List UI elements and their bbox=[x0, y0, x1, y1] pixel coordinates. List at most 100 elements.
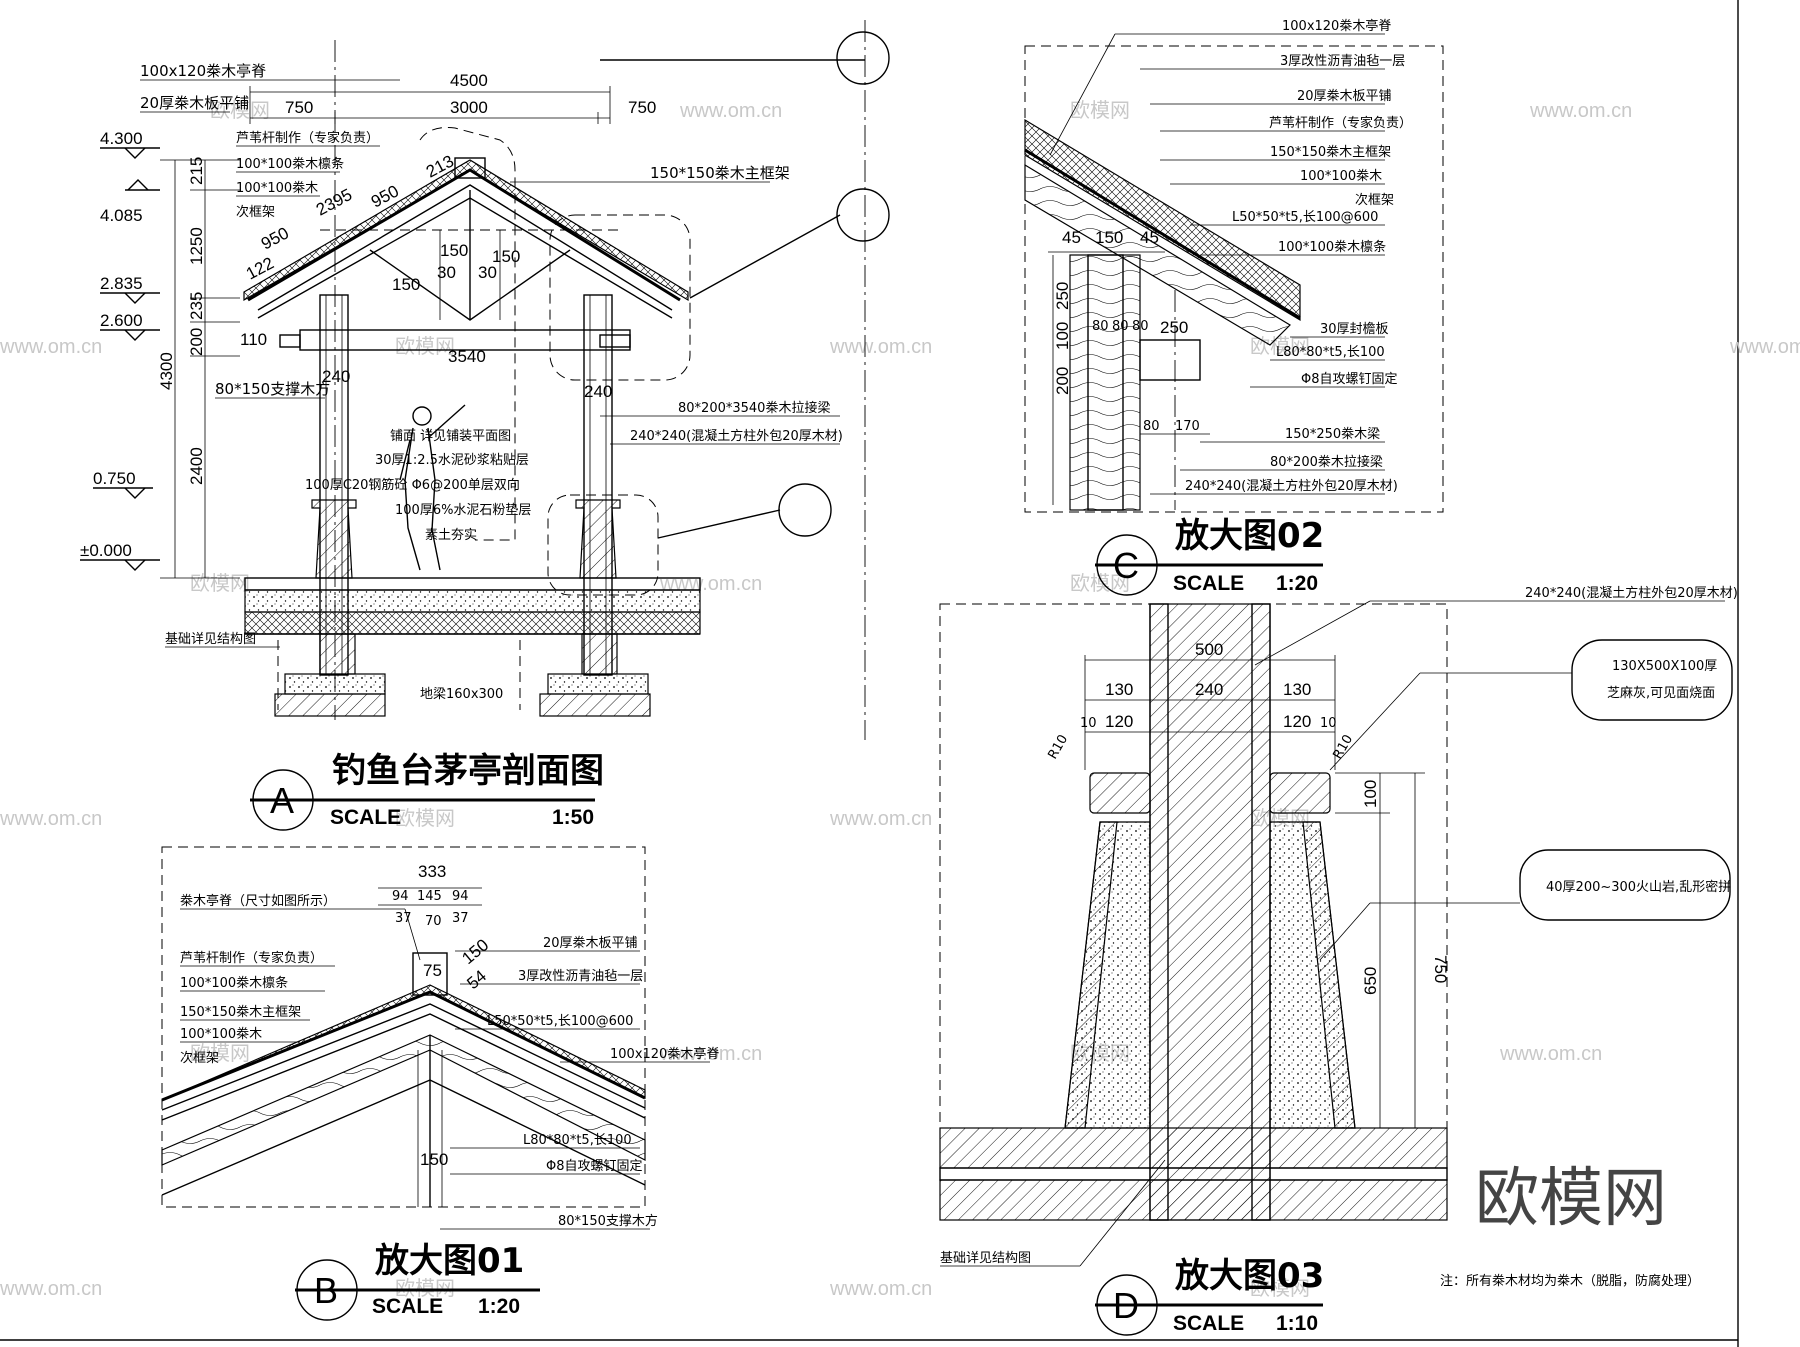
svg-text:54: 54 bbox=[463, 966, 490, 993]
svg-text:100: 100 bbox=[1361, 780, 1380, 808]
svg-text:R10: R10 bbox=[1045, 732, 1071, 762]
svg-text:10: 10 bbox=[1320, 716, 1337, 731]
brand-watermark: 欧模网 bbox=[1475, 1162, 1667, 1236]
svg-text:45: 45 bbox=[1062, 228, 1081, 247]
svg-text:650: 650 bbox=[1361, 967, 1380, 995]
svg-text:130: 130 bbox=[1105, 680, 1133, 699]
svg-text:基础详见结构图: 基础详见结构图 bbox=[940, 1251, 1031, 1266]
svg-text:100*100桊木檩条: 100*100桊木檩条 bbox=[236, 156, 344, 172]
svg-text:100: 100 bbox=[1053, 322, 1072, 350]
svg-text:SCALE: SCALE bbox=[1173, 572, 1244, 595]
svg-text:3540: 3540 bbox=[448, 347, 486, 366]
svg-text:www.om.cn: www.om.cn bbox=[0, 808, 102, 830]
svg-text:100x120桊木亭脊: 100x120桊木亭脊 bbox=[610, 1046, 719, 1062]
svg-text:4300: 4300 bbox=[157, 352, 176, 390]
svg-text:150*250桊木梁: 150*250桊木梁 bbox=[1285, 427, 1380, 442]
svg-text:100厚6%水泥石粉垫层: 100厚6%水泥石粉垫层 bbox=[395, 502, 531, 518]
svg-text:100*100桊木: 100*100桊木 bbox=[180, 1027, 262, 1042]
svg-text:2.600: 2.600 bbox=[100, 311, 143, 330]
svg-text:80*200桊木拉接梁: 80*200桊木拉接梁 bbox=[1270, 454, 1383, 470]
svg-text:240*240(混凝土方柱外包20厚木材): 240*240(混凝土方柱外包20厚木材) bbox=[1525, 585, 1738, 601]
svg-text:80*150支撑木方: 80*150支撑木方 bbox=[215, 380, 330, 398]
svg-text:欧模网: 欧模网 bbox=[210, 99, 270, 122]
svg-text:200: 200 bbox=[1053, 367, 1072, 395]
svg-text:200: 200 bbox=[187, 328, 206, 356]
svg-text:次框架: 次框架 bbox=[1355, 192, 1394, 208]
svg-text:235: 235 bbox=[187, 292, 206, 320]
svg-text:100*100桊木: 100*100桊木 bbox=[1300, 169, 1382, 184]
svg-text:L80*80*t5,长100: L80*80*t5,长100 bbox=[523, 1133, 632, 1148]
detail-d-enlarged-03: 500 130 240 130 10 120 120 10 100 650 75… bbox=[939, 585, 1738, 1336]
svg-text:铺面 详见铺装平面图: 铺面 详见铺装平面图 bbox=[390, 429, 511, 444]
grid-bubble-1 bbox=[836, 31, 890, 85]
svg-text:芝麻灰,可见面烧面: 芝麻灰,可见面烧面 bbox=[1607, 685, 1715, 701]
svg-text:www.om.cn: www.om.cn bbox=[1499, 1043, 1602, 1065]
svg-text:150: 150 bbox=[458, 935, 492, 968]
svg-text:500: 500 bbox=[1195, 640, 1223, 659]
svg-text:芦苇杆制作（专家负责）: 芦苇杆制作（专家负责） bbox=[180, 950, 323, 966]
svg-text:100x120桊木亭脊: 100x120桊木亭脊 bbox=[140, 62, 266, 80]
stone-spec-cloud bbox=[1519, 849, 1731, 921]
callout-c-outline bbox=[549, 214, 691, 381]
svg-text:20厚桊木板平铺: 20厚桊木板平铺 bbox=[140, 94, 249, 112]
callout-b-outline bbox=[419, 127, 516, 541]
scale-figure-person bbox=[399, 404, 466, 571]
svg-text:150*150桊木主框架: 150*150桊木主框架 bbox=[180, 1005, 301, 1020]
svg-text:80: 80 bbox=[1112, 319, 1129, 334]
svg-text:80: 80 bbox=[1092, 319, 1109, 334]
elevation-marks: 4.300 4.085 2.835 2.600 0.750 ±0.000 bbox=[80, 129, 160, 571]
svg-text:放大图01: 放大图01 bbox=[375, 1241, 524, 1281]
svg-text:250: 250 bbox=[1053, 282, 1072, 310]
floor-slab bbox=[244, 577, 701, 717]
roof-structure bbox=[243, 157, 689, 351]
svg-text:100*100桊木檩条: 100*100桊木檩条 bbox=[1278, 239, 1386, 255]
svg-text:250: 250 bbox=[1160, 318, 1188, 337]
svg-text:80*200*3540桊木拉接梁: 80*200*3540桊木拉接梁 bbox=[678, 400, 830, 416]
svg-text:950: 950 bbox=[258, 223, 292, 253]
svg-text:基础详见结构图: 基础详见结构图 bbox=[165, 632, 256, 647]
callout-d-outline bbox=[547, 494, 659, 596]
svg-text:www.om.cn: www.om.cn bbox=[829, 1278, 932, 1300]
svg-text:100厚C20钢筋砼 Φ6@200单层双向: 100厚C20钢筋砼 Φ6@200单层双向 bbox=[305, 477, 520, 493]
svg-text:www.om.cn: www.om.cn bbox=[0, 336, 102, 358]
svg-text:150: 150 bbox=[420, 1150, 448, 1169]
detail-callout-d bbox=[778, 483, 832, 537]
svg-text:Φ8自攻螺钉固定: Φ8自攻螺钉固定 bbox=[1301, 372, 1398, 387]
svg-text:1:10: 1:10 bbox=[1276, 1312, 1318, 1335]
svg-text:2400: 2400 bbox=[187, 447, 206, 485]
svg-text:3厚改性沥青油毡一层: 3厚改性沥青油毡一层 bbox=[518, 969, 643, 984]
svg-text:R10: R10 bbox=[1330, 732, 1356, 762]
svg-text:欧模网: 欧模网 bbox=[395, 335, 455, 358]
watermarks: 欧模网 www.om.cn 欧模网 www.om.cn www.om.cn 欧模… bbox=[0, 99, 1800, 1300]
svg-text:20厚桊木板平铺: 20厚桊木板平铺 bbox=[543, 936, 638, 951]
svg-text:放大图02: 放大图02 bbox=[1175, 516, 1324, 556]
svg-text:1:20: 1:20 bbox=[478, 1295, 520, 1318]
svg-text:80: 80 bbox=[1143, 419, 1160, 434]
svg-text:70: 70 bbox=[425, 914, 442, 929]
detail-a-labels: 100x120桊木亭脊 20厚桊木板平铺 芦苇杆制作（专家负责） 100*100… bbox=[140, 62, 843, 702]
svg-text:L50*50*t5,长100@600: L50*50*t5,长100@600 bbox=[487, 1014, 633, 1029]
svg-text:145: 145 bbox=[417, 889, 442, 904]
svg-text:Φ8自攻螺钉固定: Φ8自攻螺钉固定 bbox=[546, 1159, 643, 1174]
svg-text:20厚桊木板平铺: 20厚桊木板平铺 bbox=[1297, 89, 1392, 104]
svg-text:30: 30 bbox=[437, 263, 456, 282]
svg-text:2.835: 2.835 bbox=[100, 274, 143, 293]
svg-text:芦苇杆制作（专家负责）: 芦苇杆制作（专家负责） bbox=[1269, 115, 1412, 131]
svg-text:L80*80*t5,长100: L80*80*t5,长100 bbox=[1276, 345, 1385, 360]
general-note: 注：所有桊木材均为桊木（脱脂，防腐处理） bbox=[1440, 1273, 1700, 1289]
svg-text:1:20: 1:20 bbox=[1276, 572, 1318, 595]
svg-text:150*150桊木主框架: 150*150桊木主框架 bbox=[650, 164, 790, 182]
detail-a-title: A 钓鱼台茅亭剖面图 SCALE 1:50 bbox=[250, 751, 604, 831]
svg-text:240*240(混凝土方柱外包20厚木材): 240*240(混凝土方柱外包20厚木材) bbox=[630, 428, 843, 444]
svg-text:120: 120 bbox=[1283, 712, 1311, 731]
svg-text:94: 94 bbox=[392, 889, 409, 904]
svg-text:150: 150 bbox=[1095, 228, 1123, 247]
svg-text:750: 750 bbox=[285, 98, 313, 117]
svg-text:100x120桊木亭脊: 100x120桊木亭脊 bbox=[1282, 18, 1391, 34]
svg-text:240*240(混凝土方柱外包20厚木材): 240*240(混凝土方柱外包20厚木材) bbox=[1185, 478, 1398, 494]
detail-b-enlarged-01: 333 94 145 94 37 70 37 75 150 54 150 桊木亭… bbox=[161, 846, 719, 1321]
svg-text:240: 240 bbox=[322, 367, 350, 386]
svg-text:80: 80 bbox=[1132, 319, 1149, 334]
svg-text:欧模网: 欧模网 bbox=[395, 807, 455, 830]
